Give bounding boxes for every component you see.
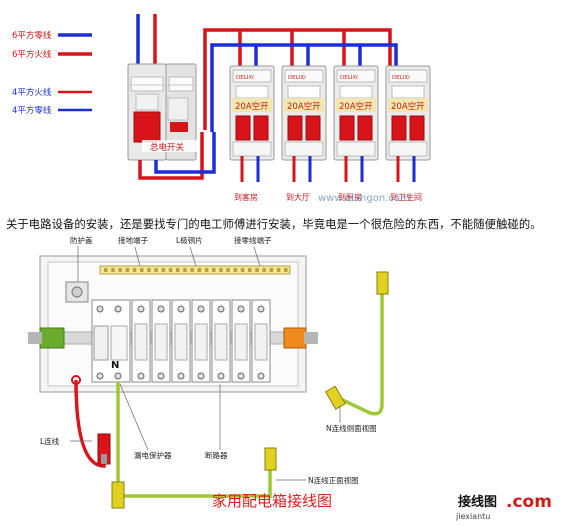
breaker-output-1: 到客房 [234, 192, 258, 202]
legend-label-4: 4平方零线 [12, 105, 52, 116]
breaker-output-4: 到卫生间 [390, 192, 422, 202]
leakage-protector-label: 漏电保护器 [134, 450, 172, 460]
legend-label-3: 4平方火线 [12, 87, 52, 98]
breaker-label: 20A空开 [235, 101, 269, 112]
l-wire-label: L连线 [40, 436, 60, 446]
n-front-view-label: N连线正面视图 [308, 475, 359, 485]
diagram-title: 家用配电箱接线图 [212, 492, 332, 510]
l-wire [74, 379, 106, 468]
breaker-label: 20A空开 [287, 101, 321, 112]
caption-text: 关于电路设备的安装，还是要找专门的电工师傅进行安装，毕竟电是一个很危险的东西，不… [6, 218, 542, 231]
small-breaker-3 [171, 299, 191, 383]
breaker-output-3: 到厨房 [338, 192, 362, 202]
site-logo: 接线图 [458, 494, 497, 510]
wire-legend: 6平方零线 6平方火线 4平方火线 4平方零线 [12, 30, 92, 116]
bottom-breaker-row [131, 299, 271, 383]
neutral-terminal-label: 接零线端子 [234, 235, 272, 245]
breaker-brand: DELIXI [236, 75, 254, 81]
left-end-clamp [39, 327, 65, 349]
breaker-brand: DELIXI [340, 75, 358, 81]
legend-label-2: 6平方火线 [12, 49, 52, 60]
n-wire-side [333, 276, 384, 416]
site-domain: .com [506, 492, 552, 512]
small-breaker-1 [131, 299, 151, 383]
watermark-text: www.diangon.com [318, 193, 410, 204]
protective-cover-label: 防护盖 [70, 235, 93, 245]
breaker-brand: DELIXI [392, 75, 410, 81]
small-breaker-4 [191, 299, 211, 383]
n-wire-front [116, 382, 272, 498]
ground-terminal-label: 接地端子 [118, 235, 148, 245]
bus-live-wire [203, 28, 392, 130]
main-switch-label: 总电开关 [150, 142, 185, 153]
breaker-label: 20A空开 [339, 101, 373, 112]
top-wiring-diagram: 6平方零线 6平方火线 4平方火线 4平方零线 总电开关 [12, 14, 431, 204]
small-breaker-2 [151, 299, 171, 383]
small-breaker-7 [251, 299, 271, 383]
main-switch: 总电开关 [127, 63, 198, 161]
breaker-brand: DELIXI [288, 75, 306, 81]
small-breaker-5 [211, 299, 231, 383]
site-url: jiexiantu [455, 512, 490, 521]
breaker-label: 断路器 [205, 450, 228, 460]
bottom-wiring-diagram: N [28, 235, 552, 521]
leakage-protector: N [91, 299, 131, 383]
terminal-strip [99, 265, 291, 275]
breaker-label: 20A空开 [391, 101, 425, 112]
bus-neutral-wire [210, 43, 398, 132]
n-side-view-label: N连线侧面视图 [326, 423, 377, 433]
small-breaker-6 [231, 299, 251, 383]
legend-label-1: 6平方零线 [12, 30, 52, 41]
n-mark: N [111, 360, 119, 371]
l-copper-bar-label: L极铜片 [176, 235, 203, 245]
right-end-clamp [283, 327, 307, 349]
pointer-lines [70, 246, 341, 481]
breaker-output-2: 到大厅 [286, 192, 310, 202]
